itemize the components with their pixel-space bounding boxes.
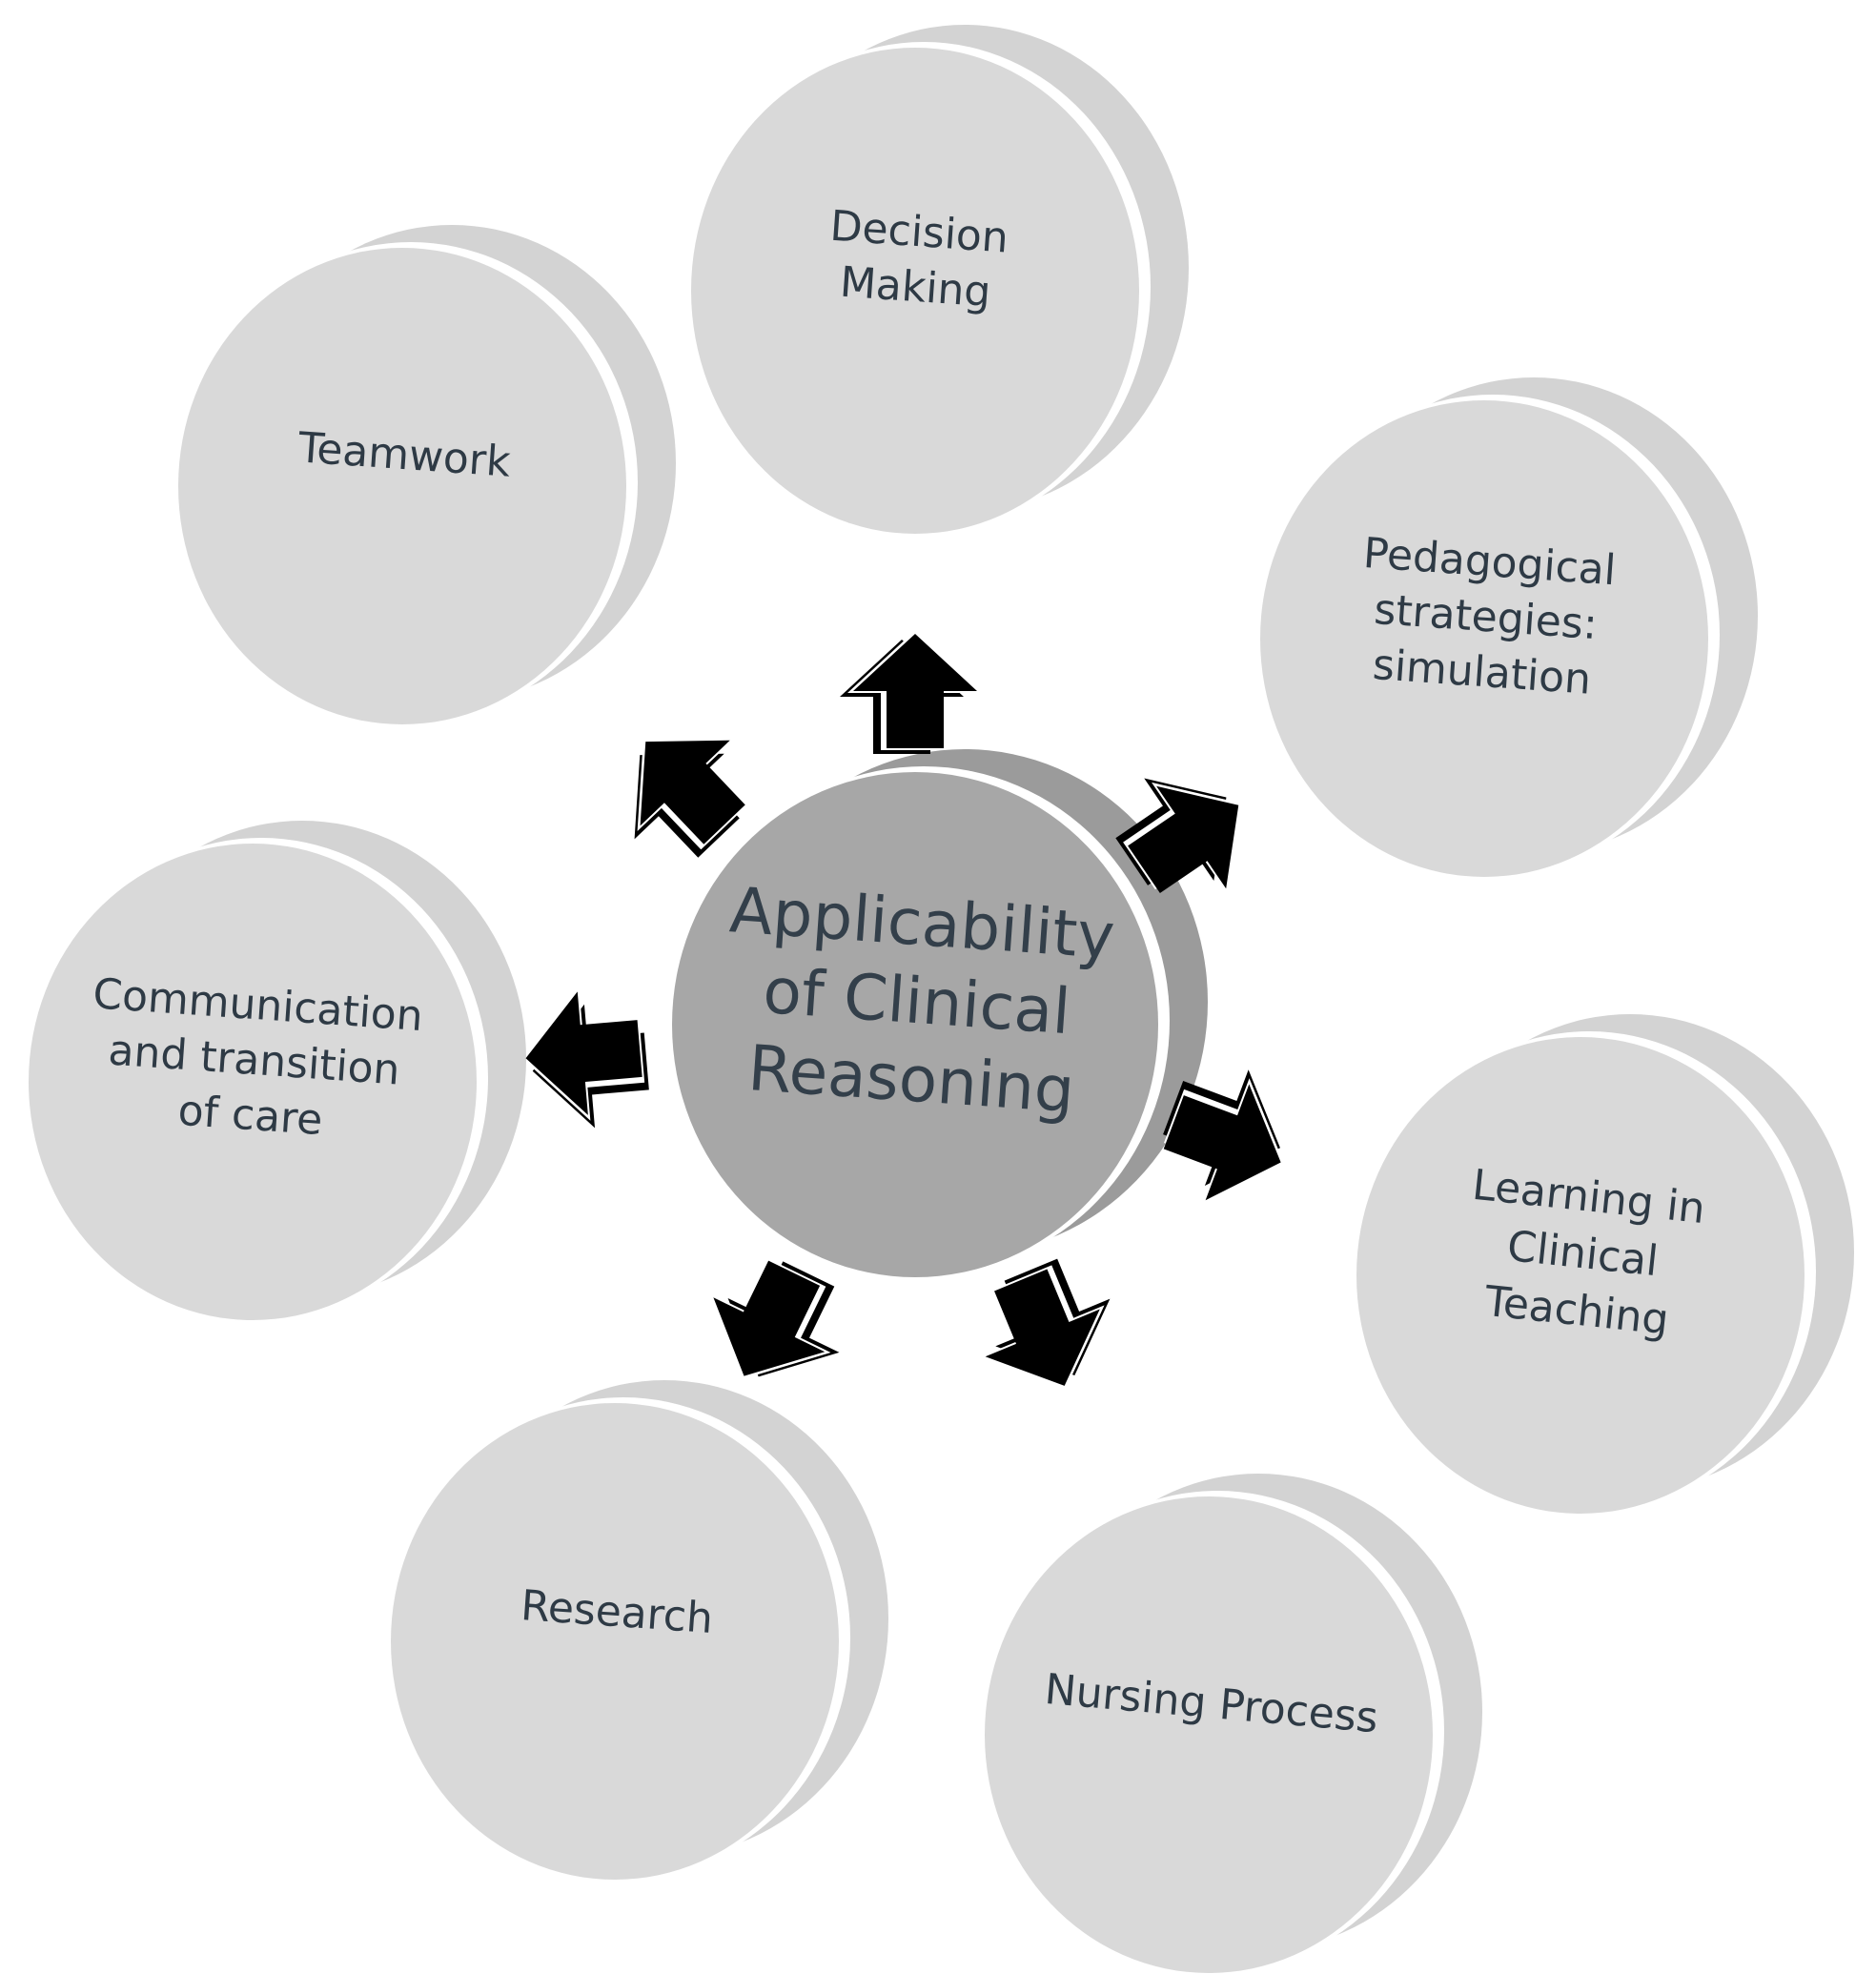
arrow-head bbox=[640, 740, 745, 845]
node-disc-teamwork: Teamwork bbox=[178, 225, 676, 724]
node-disc-research: Research bbox=[391, 1380, 888, 1880]
arrow-head bbox=[985, 1269, 1100, 1386]
arrow-head bbox=[525, 991, 642, 1115]
node-disc-pedagogical-strategies: Pedagogicalstrategies:simulation bbox=[1260, 377, 1758, 877]
center-label: Applicabilityof ClinicalReasoning bbox=[717, 873, 1117, 1129]
disc-face bbox=[691, 48, 1139, 534]
label-line: Making bbox=[838, 258, 992, 317]
arrow-head bbox=[1128, 785, 1239, 894]
arrow-to-nursing-process bbox=[985, 1258, 1111, 1386]
arrow-layer bbox=[525, 634, 1281, 1386]
disc-face bbox=[391, 1403, 839, 1880]
arrow-to-research bbox=[713, 1260, 840, 1377]
node-disc-communication: Communicationand transitionof care bbox=[29, 821, 526, 1320]
disc-face bbox=[985, 1496, 1433, 1973]
disc-face bbox=[178, 248, 626, 724]
arrow-to-teamwork bbox=[634, 740, 745, 858]
arrow-to-pedagogical-strategies bbox=[1115, 778, 1239, 894]
label-line: of care bbox=[176, 1087, 324, 1145]
arrow-head bbox=[853, 634, 977, 748]
node-disc-learning-clinical-teaching: Learning inClinicalTeaching bbox=[1356, 1014, 1854, 1514]
disc-face bbox=[672, 772, 1158, 1277]
disc-layer: DecisionMakingPedagogicalstrategies:simu… bbox=[29, 25, 1854, 1973]
arrow-to-learning-clinical-teaching bbox=[1163, 1069, 1281, 1201]
disc-face bbox=[29, 844, 477, 1320]
node-disc-nursing-process: Nursing Process bbox=[985, 1474, 1482, 1973]
node-disc-decision-making: DecisionMaking bbox=[691, 25, 1189, 534]
arrow-to-communication bbox=[525, 991, 649, 1129]
arrow-head bbox=[713, 1260, 826, 1376]
arrow-head bbox=[1163, 1084, 1281, 1201]
node-label-pedagogical-strategies: Pedagogicalstrategies:simulation bbox=[1354, 529, 1617, 705]
disc-face bbox=[1260, 400, 1708, 877]
center-disc: Applicabilityof ClinicalReasoning bbox=[672, 749, 1208, 1277]
arrow-to-decision-making bbox=[840, 634, 977, 754]
disc-face bbox=[1356, 1037, 1805, 1514]
